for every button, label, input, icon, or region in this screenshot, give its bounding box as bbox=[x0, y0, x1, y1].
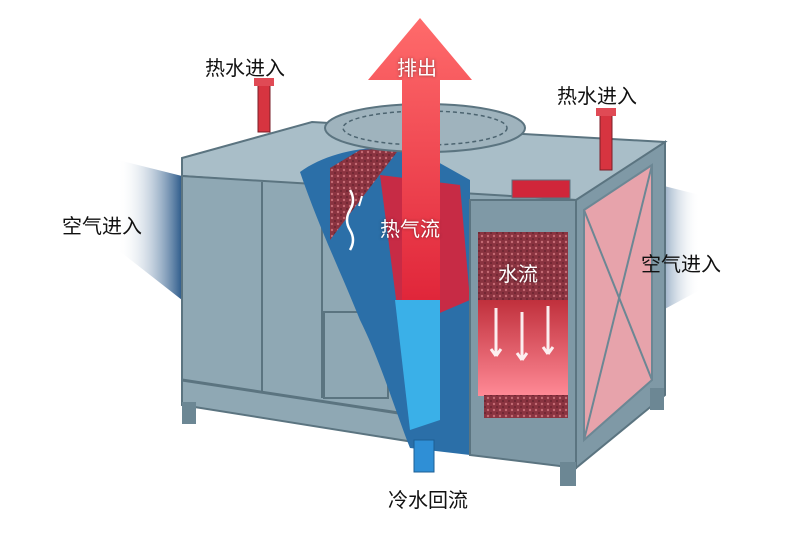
hot-water-pipe-left bbox=[257, 81, 271, 133]
label-hot-air-flow: 热气流 bbox=[380, 217, 440, 241]
label-hot-water-in-left: 热水进入 bbox=[205, 56, 285, 80]
label-air-in-right: 空气进入 bbox=[641, 252, 721, 276]
label-cold-water-return: 冷水回流 bbox=[388, 488, 468, 512]
hot-water-pipe-right bbox=[599, 111, 613, 171]
air-inlet-left-flow bbox=[118, 160, 182, 300]
label-hot-water-in-right: 热水进入 bbox=[557, 84, 637, 108]
water-distribution-grid bbox=[511, 179, 571, 199]
exhaust-arrow bbox=[368, 18, 472, 300]
cold-water-return-pipe bbox=[413, 439, 435, 473]
label-water-flow: 水流 bbox=[498, 262, 538, 286]
label-exhaust: 排出 bbox=[397, 56, 437, 80]
label-air-in-left: 空气进入 bbox=[62, 214, 142, 238]
